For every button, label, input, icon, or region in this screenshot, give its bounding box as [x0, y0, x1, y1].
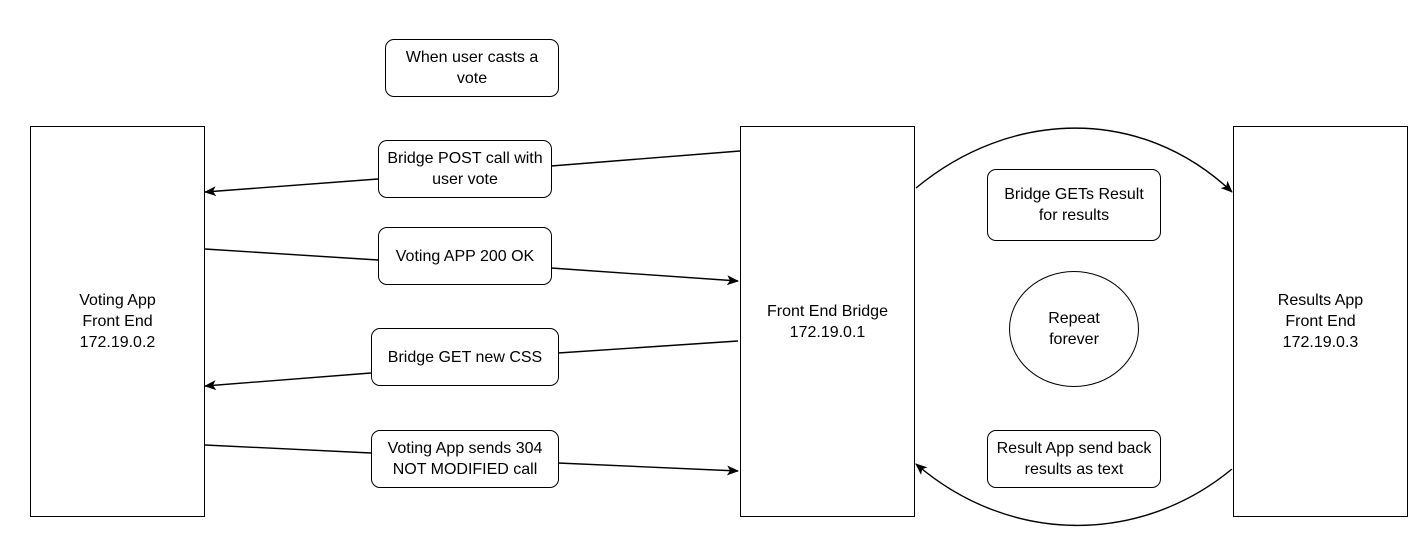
- bridge-post-label: Bridge POST call with user vote: [387, 150, 543, 188]
- arrow-voting-304-to-bridge: [557, 462, 739, 476]
- arrow-voting-304-to-bridge-head: [204, 444, 372, 454]
- front-end-bridge-label: Front End Bridge 172.19.0.1: [767, 302, 888, 341]
- arrow-voting-200-to-bridge-head: [204, 248, 379, 261]
- when-user-note: When user casts a vote: [385, 39, 559, 97]
- results-app-node: Results App Front End 172.19.0.3: [1233, 126, 1408, 517]
- voting-app-node: Voting App Front End 172.19.0.2: [30, 126, 205, 517]
- voting-304-label: Voting App sends 304 NOT MODIFIED call: [387, 440, 543, 478]
- voting-200-label: Voting APP 200 OK: [395, 247, 535, 265]
- arrow-bridge-get-css-to-voting: [557, 340, 739, 354]
- arrow-voting-200-to-bridge: [550, 267, 739, 286]
- bridge-gets-result-label: Bridge GETs Result for results: [1004, 186, 1144, 224]
- repeat-forever-label: Repeat forever: [1048, 310, 1100, 348]
- bridge-get-css-label: Bridge GET new CSS: [387, 348, 543, 366]
- front-end-bridge-node: Front End Bridge 172.19.0.1: [740, 126, 915, 517]
- repeat-forever-node: Repeat forever: [1009, 271, 1139, 387]
- bridge-post-label-box: Bridge POST call with user vote: [378, 140, 552, 198]
- result-send-back-label: Result App send back results as text: [996, 440, 1152, 478]
- voting-app-label: Voting App Front End 172.19.0.2: [79, 292, 156, 351]
- voting-304-label-box: Voting App sends 304 NOT MODIFIED call: [371, 430, 559, 488]
- bridge-gets-result-label-box: Bridge GETs Result for results: [987, 169, 1161, 241]
- arrow-bridge-post-to-voting-tail: [204, 178, 379, 197]
- arrow-bridge-post-to-voting: [550, 150, 741, 167]
- result-send-back-label-box: Result App send back results as text: [987, 430, 1161, 488]
- voting-200-label-box: Voting APP 200 OK: [378, 227, 552, 285]
- arrow-bridge-get-css-to-voting-tail: [204, 372, 372, 391]
- results-app-label: Results App Front End 172.19.0.3: [1277, 292, 1364, 351]
- when-user-label: When user casts a vote: [405, 49, 539, 87]
- bridge-get-css-label-box: Bridge GET new CSS: [371, 328, 559, 386]
